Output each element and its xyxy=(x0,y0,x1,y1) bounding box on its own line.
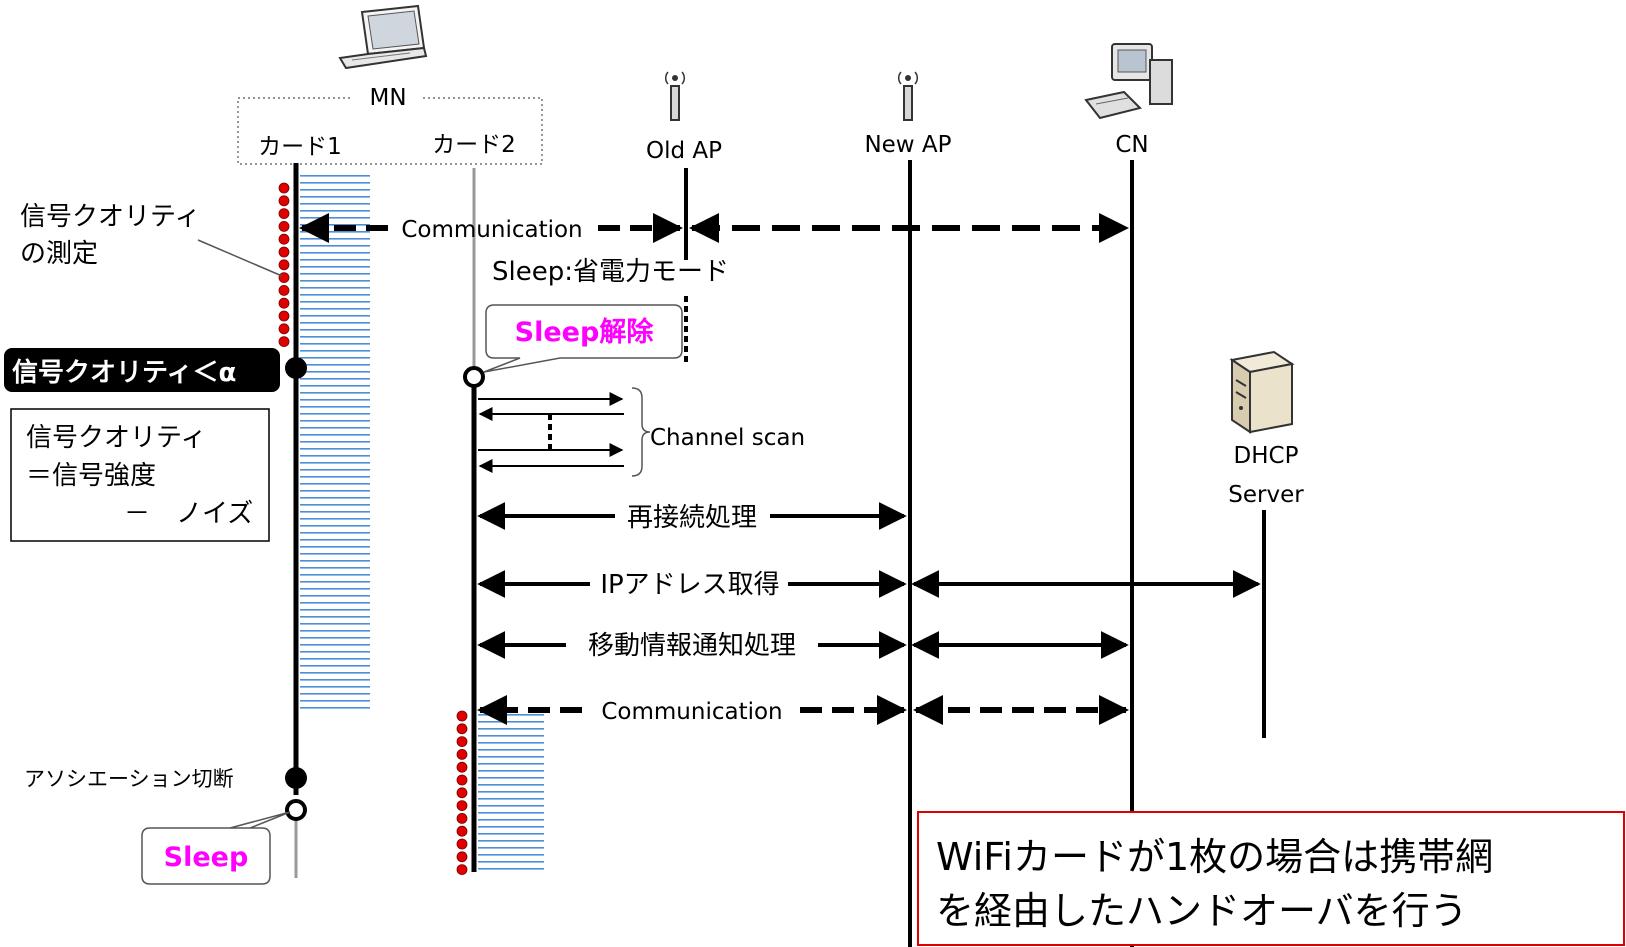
card1-label: カード1 xyxy=(258,134,342,160)
association-cut-label: アソシエーション切断 xyxy=(24,767,234,791)
card1-event-dot xyxy=(285,357,307,379)
measurement-dot xyxy=(278,220,290,232)
measurement-dot xyxy=(456,761,468,773)
mn-label: MN xyxy=(369,85,406,111)
card2-label: カード2 xyxy=(432,132,516,158)
measurement-dot xyxy=(278,297,290,309)
definition-line-1: 信号クオリティ xyxy=(26,423,206,453)
card1-disconnect-dot xyxy=(285,767,307,789)
new-ap-label: New AP xyxy=(864,132,951,158)
measurement-dot xyxy=(278,246,290,258)
old-ap-antenna-icon xyxy=(664,71,686,121)
sleep-release-label: Sleep解除 xyxy=(515,316,655,348)
cn-label: CN xyxy=(1115,132,1148,158)
note-line-2: を経由したハンドオーバを行う xyxy=(936,889,1468,933)
measurement-dot xyxy=(278,208,290,220)
laptop-icon xyxy=(338,4,428,70)
reconnect-label: 再接続処理 xyxy=(627,503,757,533)
new-ap-antenna-icon xyxy=(897,71,919,121)
channel-scan-bracket xyxy=(631,387,651,477)
quality-threshold-label: 信号クオリティ＜α xyxy=(12,358,236,388)
quality-measure-label-2: の測定 xyxy=(20,239,98,269)
ip-address-label: IPアドレス取得 xyxy=(600,570,779,600)
measurement-dot xyxy=(278,310,290,322)
quality-threshold-badge xyxy=(4,348,280,392)
measurement-dot xyxy=(456,864,468,875)
dhcp-label-line2: Server xyxy=(1228,482,1304,508)
measurement-dot xyxy=(456,749,468,760)
card2-measurement-dots xyxy=(456,710,468,875)
quality-measure-label-1: 信号クオリティ xyxy=(20,202,200,232)
measurement-dot xyxy=(456,813,468,824)
measurement-dot xyxy=(278,323,290,335)
card1-signal-stripes xyxy=(300,173,370,713)
old-ap-label: Old AP xyxy=(646,138,722,164)
quality-measure-pointer xyxy=(197,239,283,277)
measurement-dot xyxy=(456,838,468,850)
dhcp-server-icon xyxy=(1229,350,1295,434)
card1-sleep-circle xyxy=(285,799,307,821)
definition-line-3: － ノイズ xyxy=(124,499,253,529)
measurement-dot xyxy=(456,723,468,735)
channel-scan-arrows xyxy=(478,392,624,473)
single-card-note-box xyxy=(917,811,1625,946)
communication-top-label: Communication xyxy=(401,217,582,243)
measurement-dot xyxy=(456,736,468,747)
measurement-dot xyxy=(456,800,468,811)
sleep-callout xyxy=(141,811,291,885)
mobility-notify-label: 移動情報通知処理 xyxy=(588,631,796,661)
measurement-dot xyxy=(456,710,468,722)
desktop-computer-icon xyxy=(1084,43,1173,120)
measurement-dot xyxy=(278,272,290,284)
card1-measurement-dots xyxy=(278,182,290,348)
sleep-mode-label: Sleep:省電力モード xyxy=(492,257,729,287)
measurement-dot xyxy=(278,182,290,194)
measurement-dot xyxy=(456,851,468,863)
measurement-dot xyxy=(278,284,290,296)
dhcp-label-line1: DHCP xyxy=(1234,443,1299,469)
measurement-dot xyxy=(456,787,468,799)
measurement-dot xyxy=(456,774,468,786)
card2-wake-circle xyxy=(463,366,485,388)
definition-line-2: ＝信号強度 xyxy=(26,461,156,491)
measurement-dot xyxy=(278,233,290,245)
sleep-label: Sleep xyxy=(164,842,249,873)
communication-bottom-label: Communication xyxy=(601,699,782,725)
sleep-release-callout xyxy=(483,304,683,373)
card2-signal-stripes xyxy=(478,713,544,870)
measurement-dot xyxy=(278,195,290,207)
quality-definition-box xyxy=(10,408,270,542)
note-line-1: WiFiカードが1枚の場合は携帯網 xyxy=(936,835,1493,879)
channel-scan-label: Channel scan xyxy=(650,425,805,451)
measurement-dot xyxy=(278,336,290,348)
measurement-dot xyxy=(278,259,290,271)
measurement-dot xyxy=(456,825,468,837)
